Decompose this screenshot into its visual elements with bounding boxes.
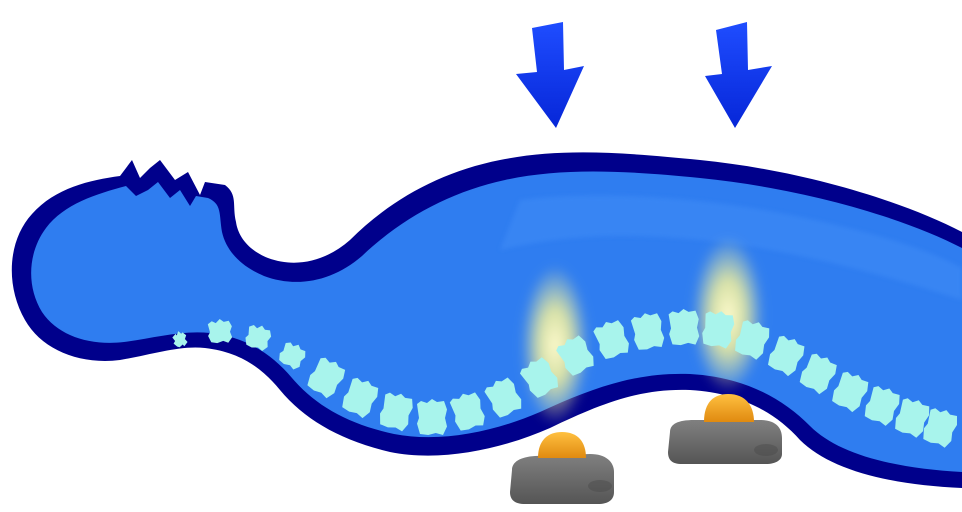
vertebra-block (208, 319, 233, 344)
heat-stone-left-cap (538, 432, 586, 458)
heat-stone-left-base (510, 454, 614, 504)
heat-stone-right-base (668, 420, 782, 464)
vertebra (208, 319, 233, 344)
pressure-arrows (516, 22, 772, 128)
heat-stone-left-shadow (588, 480, 612, 492)
vertebra (417, 399, 447, 435)
pressure-arrow-left-icon (516, 22, 584, 128)
body-silhouette (12, 152, 962, 488)
heat-stone-left (510, 432, 614, 504)
heat-glow-right (692, 237, 764, 393)
vertebra-block (668, 309, 699, 346)
heat-stone-right-shadow (754, 444, 778, 456)
pressure-arrow-right-icon (705, 22, 772, 128)
vertebra-block (417, 399, 447, 435)
vertebra (668, 309, 699, 346)
body-fill (31, 172, 962, 473)
